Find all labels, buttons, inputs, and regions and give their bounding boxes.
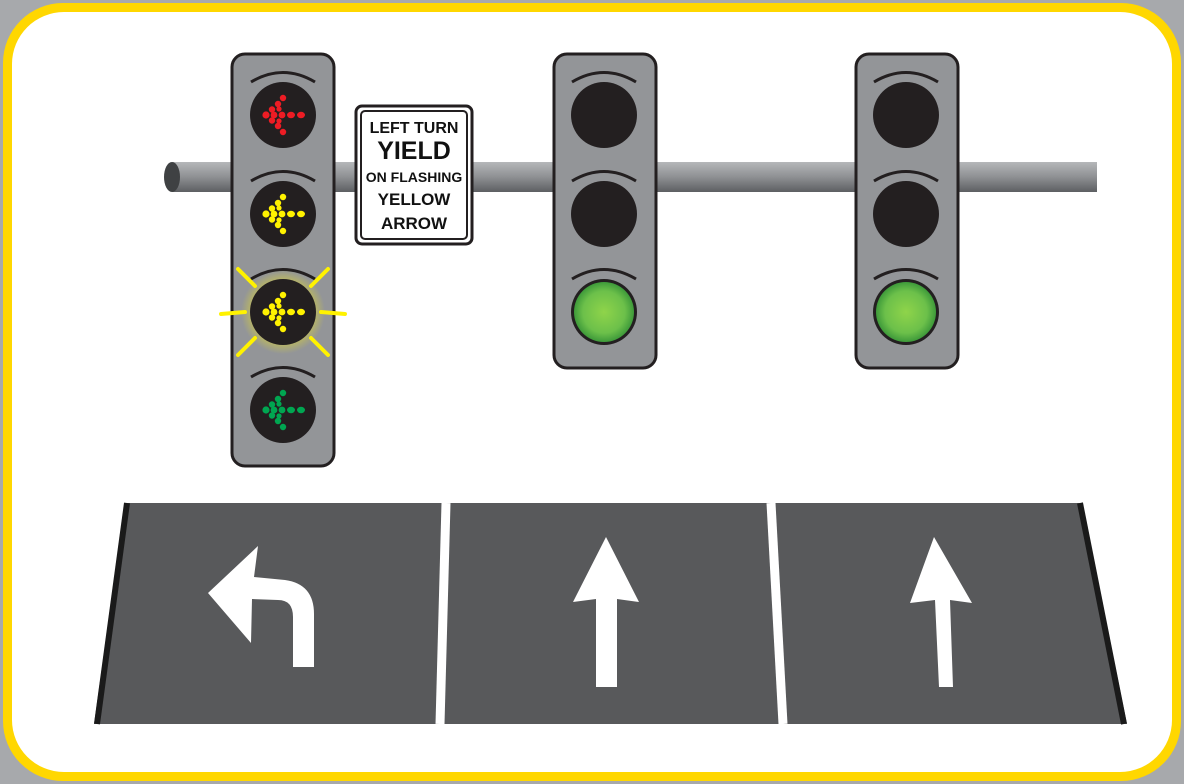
signal-housing (230, 52, 336, 468)
through-signal-1 (552, 52, 658, 370)
right-edge-line (1077, 502, 1127, 725)
through-signal-2 (854, 52, 960, 370)
sign-line-2: YIELD (377, 137, 451, 165)
left-turn-signal (219, 52, 347, 468)
left-turn-yield-sign: LEFT TURN YIELD ON FLASHING YELLOW ARROW (354, 104, 474, 246)
flash-rays (219, 267, 347, 357)
left-turn-arrow-marking (208, 546, 314, 667)
yellow-ball-lens (570, 170, 638, 247)
sign-line-5: ARROW (381, 214, 448, 233)
green-ball-lens (872, 268, 940, 345)
red-ball-lens (872, 71, 940, 148)
red-ball-lens (570, 71, 638, 148)
green-arrow-lens (249, 366, 317, 443)
left-edge-line (94, 502, 130, 725)
green-ball-lens (570, 268, 638, 345)
sign-line-3: ON FLASHING (366, 169, 463, 185)
red-arrow-lens (249, 71, 317, 148)
straight-arrow-marking-2 (910, 537, 972, 687)
yellow-ball-lens (872, 170, 940, 247)
yellow-arrow-lens (249, 170, 317, 247)
sign-line-1: LEFT TURN (370, 120, 459, 137)
straight-arrow-marking-1 (573, 537, 639, 687)
sign-line-4: YELLOW (378, 190, 452, 209)
roadway (94, 502, 1127, 725)
flashing-yellow-arrow-lens (219, 267, 347, 357)
lane-line-1 (435, 502, 451, 725)
lane-line-2 (766, 502, 788, 725)
